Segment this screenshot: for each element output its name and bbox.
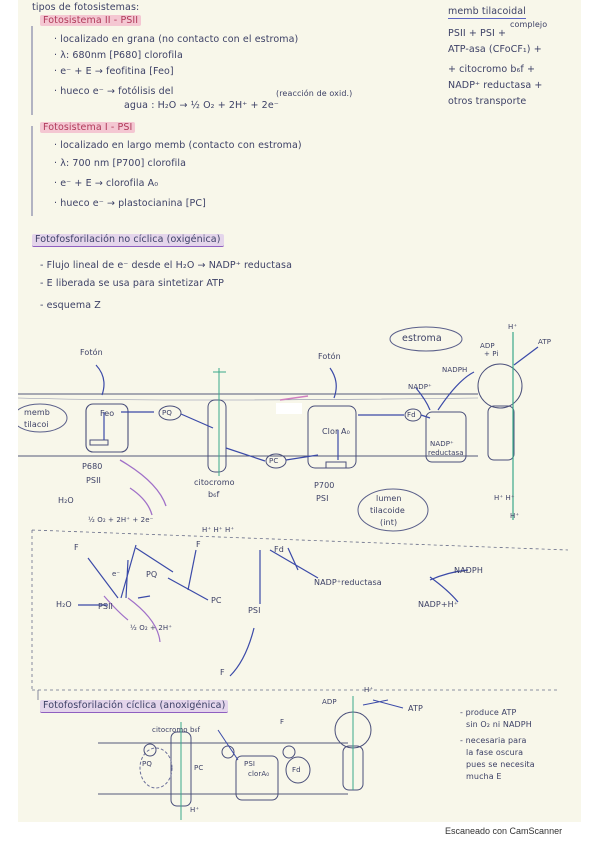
cyclic-f: F (280, 718, 285, 726)
noncyclic-line-1: - Flujo lineal de e⁻ desde el H₂O → NADP… (40, 260, 293, 271)
estroma-label: estroma (402, 333, 442, 344)
psii-line-4: · hueco e⁻ → fotólisis del (54, 86, 174, 97)
h2o-equation: ½ O₂ + 2H⁺ + 2e⁻ (88, 516, 154, 524)
cyclic-pc: PC (194, 764, 204, 772)
clor-label: Clor A₀ (322, 427, 350, 436)
citocromo-label: citocromo (194, 478, 235, 487)
page-title: tipos de fotosistemas: (32, 2, 140, 13)
p700-label: P700 (314, 481, 335, 490)
d2-fd: Fd (274, 545, 284, 554)
scanner-footer: Escaneado con CamScanner (445, 826, 563, 836)
side-note-title: memb tilacoidal (448, 6, 526, 19)
nadph-label: NADPH (442, 366, 468, 374)
d2-pc: PC (211, 596, 222, 605)
h-right-label: H⁺ (510, 512, 520, 520)
psi-heading: Fotosistema I - PSI (40, 122, 136, 133)
d2-psii: PSII (98, 602, 114, 611)
pc-label: PC (269, 457, 279, 465)
d2-nadph2: NADP+H⁺ (418, 600, 459, 609)
nadpr-label-2: reductasa (428, 449, 464, 457)
noncyclic-line-3: - esquema Z (40, 300, 101, 311)
cyclic-atp: ATP (408, 704, 423, 713)
foton-label-1: Fotón (80, 348, 103, 357)
side-note-line-2: ATP-asa (CFoCF₁) + (448, 44, 542, 55)
memb-label-1: memb (24, 408, 50, 417)
d2-nadpr: NADP⁺reductasa (314, 578, 382, 587)
cyclic-hplus: H⁺ (364, 686, 374, 694)
cyclic-note-6: mucha E (466, 772, 502, 781)
p680-label: P680 (82, 462, 103, 471)
nadpr-label-1: NADP⁺ (430, 440, 454, 448)
lumen-label-2: tilacoide (370, 506, 405, 515)
cyclic-note-1: - produce ATP (460, 708, 517, 717)
cyclic-psi: PSI (244, 760, 256, 768)
cyclic-citocromo: citocromo b₆f (152, 726, 201, 734)
side-note-line-4: NADP⁺ reductasa + (448, 80, 543, 91)
hplus-top: H⁺ (508, 323, 518, 331)
noncyclic-heading: Fotofosforilación no cíclica (oxigénica) (32, 234, 224, 247)
psi-label: PSI (316, 494, 329, 503)
cyclic-adp: ADP (322, 698, 337, 706)
psii-heading: Fotosistema II - PSII (40, 15, 142, 26)
psii-note: (reacción de oxid.) (276, 89, 353, 98)
d2-h2o: H₂O (56, 600, 72, 609)
psi-line-3: · e⁻ + E → clorofila A₀ (54, 178, 159, 189)
cyclic-heading: Fotofosforilación cíclica (anoxigénica) (40, 700, 229, 713)
lumen-label-3: (int) (380, 518, 398, 527)
nadp-label: NADP⁺ (408, 383, 432, 391)
d2-f2: F (196, 540, 201, 549)
adp-label: ADP (480, 342, 495, 350)
d2-psi: PSI (248, 606, 261, 615)
b6f-label: b₆f (208, 490, 220, 499)
cyclic-note-5: pues se necesita (466, 760, 535, 769)
cyclic-note-2: sin O₂ ni NADPH (466, 720, 532, 729)
hh-right-label: H⁺ H⁺ (494, 494, 515, 502)
psii-label: PSII (86, 476, 102, 485)
side-note-line-1: PSII + PSI + (448, 28, 507, 39)
hh-label: H⁺ H⁺ H⁺ (202, 526, 235, 534)
psi-line-4: · hueco e⁻ → plastocianina [PC] (54, 198, 206, 209)
noncyclic-line-2: - E liberada se usa para sintetizar ATP (40, 278, 224, 289)
psii-line-1: · localizado en grana (no contacto con e… (54, 34, 299, 45)
side-note-line-5: otros transporte (448, 96, 527, 107)
cyclic-fd: Fd (292, 766, 301, 774)
pi-label: + Pi (484, 350, 499, 358)
cyclic-note-4: la fase oscura (466, 748, 524, 757)
psii-line-3: · e⁻ + E → feofitina [Feo] (54, 66, 174, 77)
d2-f1: F (74, 543, 79, 552)
d2-f3: F (220, 668, 225, 677)
lumen-label-1: lumen (376, 494, 402, 503)
pq-label: PQ (162, 409, 172, 417)
atp-label: ATP (538, 338, 552, 346)
d2-e: e⁻ (112, 570, 121, 578)
psi-line-2: · λ: 700 nm [P700] clorofila (54, 158, 187, 169)
side-note-small: complejo (510, 20, 548, 29)
cyclic-clor: clorA₀ (248, 770, 270, 778)
psii-line-5: agua : H₂O → ½ O₂ + 2H⁺ + 2e⁻ (124, 100, 279, 111)
cyclic-pq: PQ (142, 760, 152, 768)
d2-pq: PQ (146, 570, 158, 579)
psi-line-1: · localizado en largo memb (contacto con… (54, 140, 302, 151)
foton-label-2: Fotón (318, 352, 341, 361)
d2-eq: ½ O₂ + 2H⁺ (130, 624, 173, 632)
h2o-label: H₂O (58, 496, 74, 505)
psii-line-2: · λ: 680nm [P680] clorofila (54, 50, 183, 61)
hand-drawn-diagrams (18, 26, 569, 820)
notebook-page: tipos de fotosistemas: Fotosistema II - … (18, 0, 581, 822)
feo-label: Feo (100, 409, 115, 418)
d2-nadph: NADPH (454, 566, 483, 575)
memb-label-2: tilacoi (24, 420, 49, 429)
side-note-line-3: + citocromo b₆f + (448, 64, 536, 75)
cyclic-note-3: - necesaria para (460, 736, 527, 745)
fd-label: Fd (407, 411, 416, 419)
cyclic-h-bottom: H⁺ (190, 806, 200, 814)
